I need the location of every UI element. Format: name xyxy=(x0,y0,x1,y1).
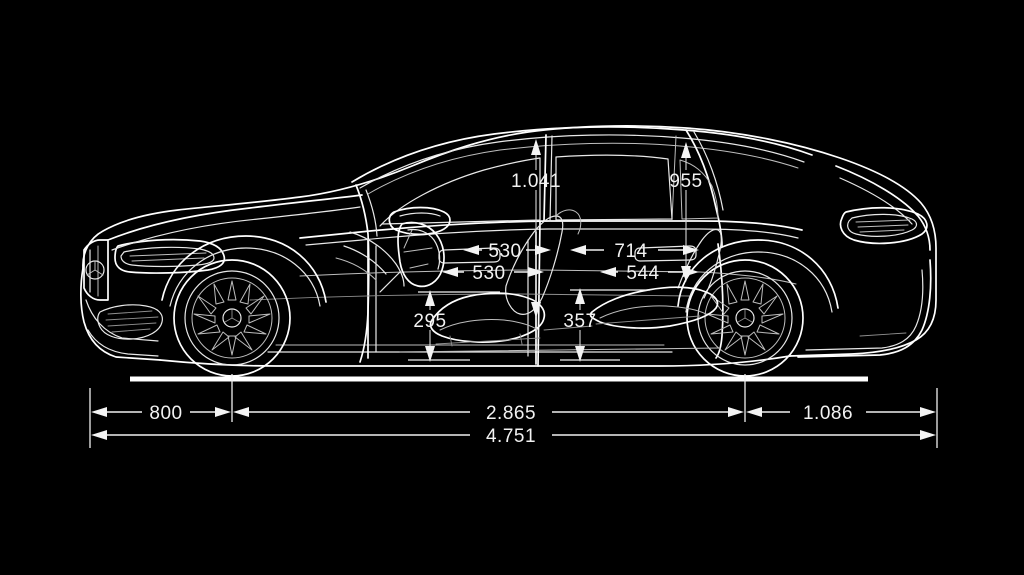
rear-wheel xyxy=(686,259,804,377)
front-end-detail xyxy=(83,194,451,357)
interior-cutaway xyxy=(335,209,722,353)
dimension-wheelbase: 2.865 xyxy=(233,403,744,424)
rear-seat xyxy=(589,228,722,329)
dimension-front-seat-height: 295 xyxy=(408,290,500,362)
label-wheelbase: 2.865 xyxy=(486,403,536,424)
rear-end-detail xyxy=(677,165,932,358)
front-wheel xyxy=(173,259,291,377)
label-rear-overhang: 1.086 xyxy=(803,403,853,424)
dimension-rear-legroom-lower: 544 xyxy=(600,263,699,284)
legroom-dimension-set: 530 530 714 544 xyxy=(442,241,699,284)
seat-height-dimension-set: 295 357 xyxy=(408,288,650,362)
label-rear-seat-height: 357 xyxy=(563,311,596,332)
label-front-legroom-upper: 530 xyxy=(488,241,521,262)
front-seat xyxy=(429,209,582,347)
dimension-rear-overhang: 1.086 xyxy=(746,403,936,424)
dimension-rear-seat-height: 357 xyxy=(560,288,650,362)
label-front-overhang: 800 xyxy=(149,403,182,424)
label-rear-legroom-upper: 714 xyxy=(614,241,647,262)
dimension-front-legroom-upper: 530 xyxy=(463,241,551,262)
label-front-headroom: 1.041 xyxy=(511,171,561,192)
greenhouse-glass xyxy=(299,126,813,367)
dimension-front-overhang: 800 xyxy=(91,403,231,424)
label-overall-length: 4.751 xyxy=(486,426,536,447)
label-front-legroom-lower: 530 xyxy=(472,263,505,284)
label-front-seat-height: 295 xyxy=(413,311,446,332)
rear-wheel-spokes xyxy=(706,280,784,356)
dimension-overall-length: 4.751 xyxy=(91,426,936,447)
front-wheel-spokes xyxy=(193,280,271,356)
dimension-rear-legroom-upper: 714 xyxy=(570,241,699,262)
front-emblem xyxy=(85,260,105,280)
label-rear-headroom: 955 xyxy=(669,171,702,192)
dimension-front-legroom-lower: 530 xyxy=(442,263,544,284)
label-rear-legroom-lower: 544 xyxy=(626,263,659,284)
exterior-dimension-set: 800 2.865 1.086 4.751 xyxy=(89,374,938,448)
